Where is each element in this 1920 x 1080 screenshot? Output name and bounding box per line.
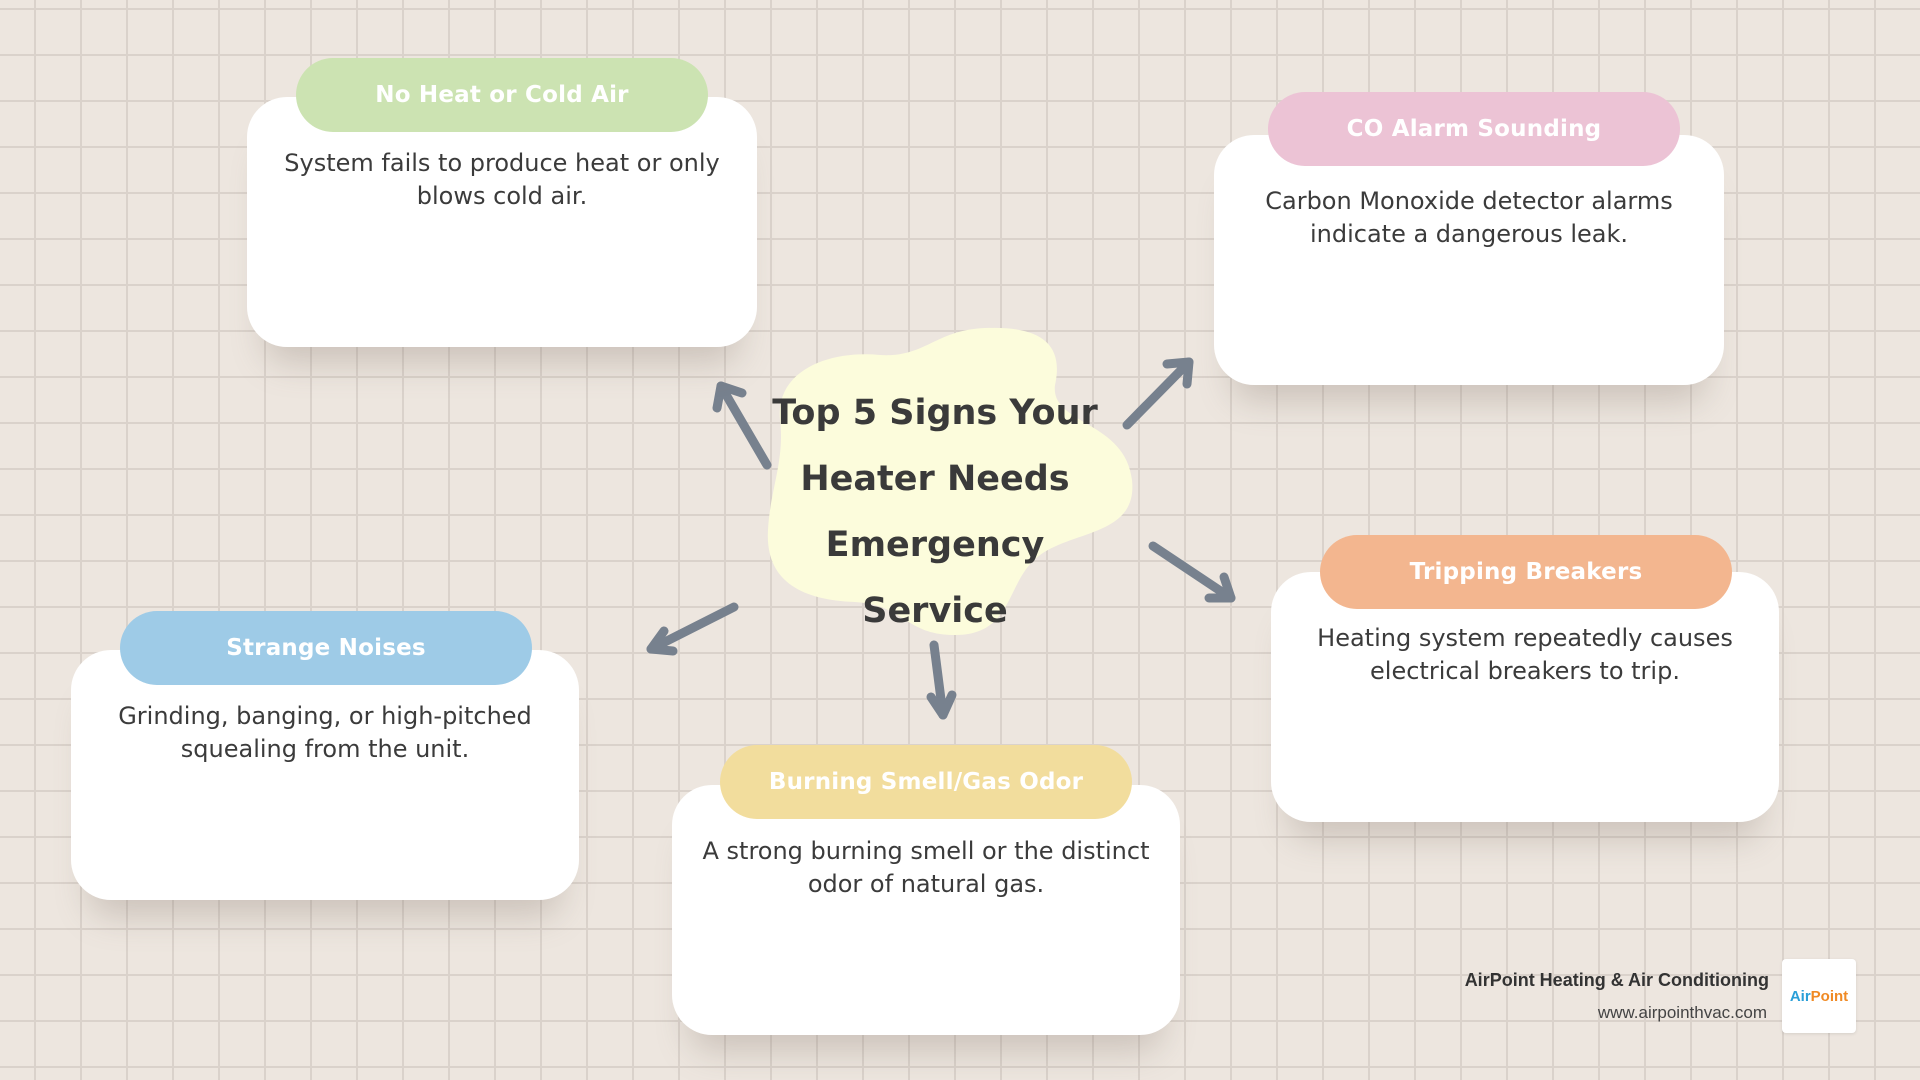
arrow-to-tripping-breakers [1148,541,1236,603]
sign-card-tripping-breakers: Heating system repeatedly causes electri… [1271,572,1779,822]
center-title: Top 5 Signs Your Heater Needs Emergency … [772,393,1098,631]
sign-title-pill: Tripping Breakers [1320,535,1732,609]
sign-card-strange-noises: Grinding, banging, or high-pitched squea… [71,650,579,900]
center-blob [767,327,1133,635]
sign-title-pill: Burning Smell/Gas Odor [720,745,1132,819]
sign-title-pill: No Heat or Cold Air [296,58,708,132]
sign-description: Grinding, banging, or high-pitched squea… [118,702,532,763]
company-name: AirPoint Heating & Air Conditioning [1464,970,1769,990]
logo-wordmark: AirPoint [1790,988,1848,1005]
company-url: www.airpointhvac.com [1597,1003,1767,1022]
sign-description: A strong burning smell or the distinct o… [702,837,1150,898]
sign-description: Carbon Monoxide detector alarms indicate… [1265,187,1673,248]
sign-card-burning-smell: A strong burning smell or the distinct o… [672,785,1180,1035]
sign-card-no-heat: System fails to produce heat or only blo… [247,97,757,347]
logo-text-point: Point [1810,987,1849,1005]
company-logo: AirPoint [1782,959,1856,1033]
sign-title-pill: Strange Noises [120,611,532,685]
sign-title: Burning Smell/Gas Odor [768,769,1084,795]
logo-text-air: Air [1789,987,1811,1005]
sign-card-co-alarm: Carbon Monoxide detector alarms indicate… [1214,135,1724,385]
sign-title: Tripping Breakers [1409,559,1643,585]
sign-title-pill: CO Alarm Sounding [1268,92,1680,166]
sign-title: CO Alarm Sounding [1346,116,1602,142]
sign-description: Heating system repeatedly causes electri… [1317,624,1733,685]
arrow-to-burning-smell [926,640,957,720]
arrow-to-strange-noises [646,602,739,656]
center-blob-shape [767,327,1133,635]
sign-title: No Heat or Cold Air [375,82,629,108]
sign-description: System fails to produce heat or only blo… [284,149,720,210]
sign-title: Strange Noises [226,635,426,661]
